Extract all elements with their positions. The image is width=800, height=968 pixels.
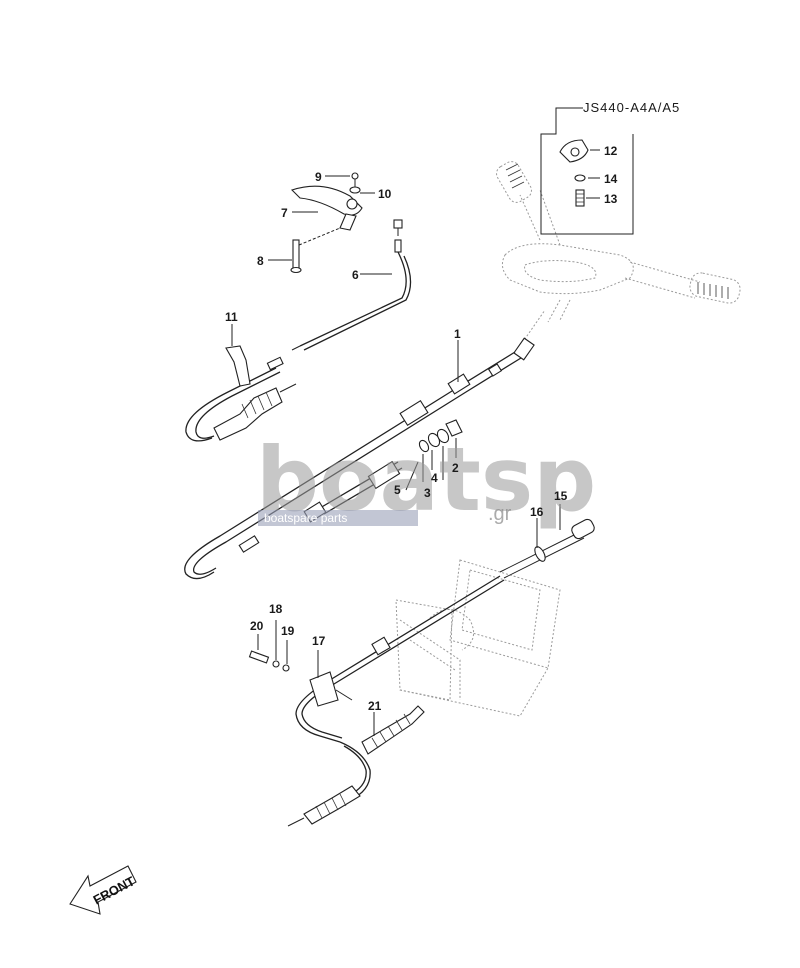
callout-19: 19 <box>281 624 295 638</box>
callout-17: 17 <box>312 634 326 648</box>
callout-5: 5 <box>394 483 401 497</box>
callout-13: 13 <box>604 192 618 206</box>
callout-8: 8 <box>257 254 264 268</box>
front-arrow: FRONT <box>69 865 137 915</box>
watermark-tagline: boatspare parts <box>264 511 347 525</box>
callout-12: 12 <box>604 144 618 158</box>
callout-4: 4 <box>431 471 438 485</box>
callout-18: 18 <box>269 602 283 616</box>
choke-cable <box>185 219 412 442</box>
bracket-assembly <box>248 504 595 827</box>
throttle-cable <box>184 309 546 580</box>
watermark-suffix: .gr <box>488 503 512 525</box>
callout-3: 3 <box>424 486 431 500</box>
callout-21: 21 <box>368 699 382 713</box>
variant-box: JS440-A4A/A5 <box>540 100 680 235</box>
callout-1: 1 <box>454 327 461 341</box>
watermark: boatsp boatspare parts .gr <box>256 428 596 531</box>
callout-15: 15 <box>554 489 568 503</box>
callout-9: 9 <box>315 170 322 184</box>
adjuster-fittings <box>303 419 463 523</box>
callout-10: 10 <box>378 187 392 201</box>
callout-16: 16 <box>530 505 544 519</box>
callout-6: 6 <box>352 268 359 282</box>
variant-label: JS440-A4A/A5 <box>583 100 680 115</box>
part-callouts: 1 2 3 4 5 6 7 8 9 10 11 12 13 14 15 16 1… <box>225 144 618 713</box>
callout-2: 2 <box>452 461 459 475</box>
callout-7: 7 <box>281 206 288 220</box>
throttle-lever-assembly <box>268 172 375 274</box>
callout-11: 11 <box>225 310 238 324</box>
handlebar-assembly <box>496 161 741 323</box>
callout-20: 20 <box>250 619 264 633</box>
callout-14: 14 <box>604 172 618 186</box>
